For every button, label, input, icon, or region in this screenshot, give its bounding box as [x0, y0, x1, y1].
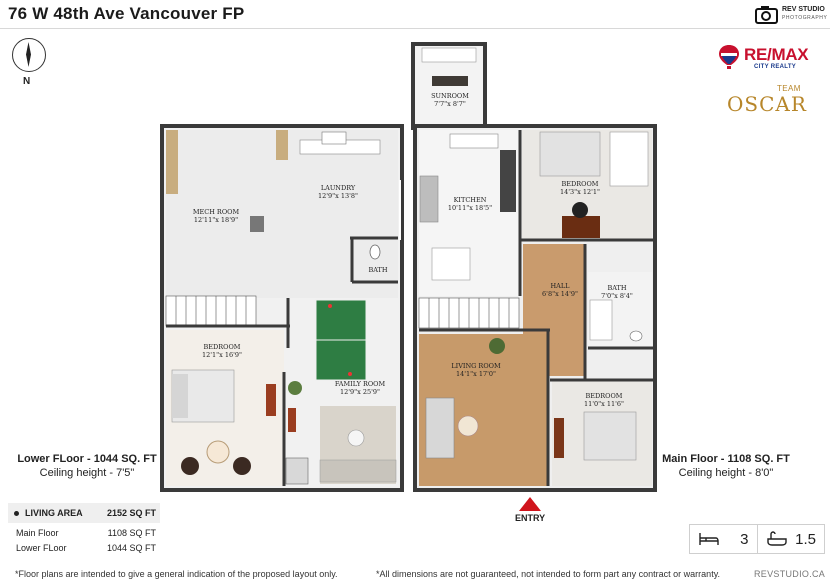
brand-sub: PHOTOGRAPHY: [782, 15, 828, 21]
living-area-row: Main Floor 1108 SQ FT: [8, 523, 160, 538]
brand-name: REV STUDIO: [782, 6, 825, 13]
room-labels: MECH ROOM 12'11"x 18'9" LAUNDRY 12'9"x 1…: [193, 92, 633, 408]
lower-floor-ceiling: Ceiling height - 7'5": [39, 467, 135, 479]
camera-icon: [755, 6, 778, 24]
main-floor-caption: Main Floor - 1108 SQ. FT Ceiling height …: [660, 452, 792, 480]
laundry-dims: 12'9"x 13'8": [318, 192, 358, 200]
living-area-header: LIVING AREA 2152 SQ FT: [8, 503, 160, 523]
agency-sub: CITY REALTY: [754, 64, 797, 70]
bed-count-cell: 3: [690, 525, 757, 553]
remax-balloon-icon: [719, 45, 739, 69]
room-counts: 3 1.5: [689, 524, 825, 554]
main-bedroom-2-dims: 11'0"x 11'6": [584, 400, 624, 408]
lower-bedroom-name: BEDROOM: [204, 343, 241, 351]
main-bath-name: BATH: [607, 284, 626, 292]
bathtub-icon: [766, 531, 787, 546]
main-floor-plan: [411, 42, 657, 492]
compass-needle-icon: [26, 42, 31, 67]
compass-label: N: [23, 76, 31, 87]
kitchen-name: KITCHEN: [454, 196, 487, 204]
row-value: 1044 SQ FT: [106, 543, 156, 553]
header-divider: [0, 28, 830, 29]
sunroom-dims: 7'7"x 8'7": [434, 100, 466, 108]
team-word: TEAM: [777, 84, 801, 93]
bullet-icon: [14, 511, 19, 517]
compass: [12, 38, 46, 72]
bed-count: 3: [740, 530, 749, 548]
lower-floor-title: Lower FLoor - 1044 SQ. FT: [17, 453, 157, 465]
footer-disclaimer-left: *Floor plans are intended to give a gene…: [15, 569, 338, 579]
footer-website[interactable]: REVSTUDIO.CA: [754, 569, 826, 579]
main-bedroom-1-name: BEDROOM: [562, 180, 599, 188]
lower-floor-caption: Lower FLoor - 1044 SQ. FT Ceiling height…: [14, 452, 160, 480]
mech-room-dims: 12'11"x 18'9": [194, 216, 238, 224]
lower-bedroom-dims: 12'1"x 16'9": [202, 351, 242, 359]
living-area-total: 2152 SQ FT: [106, 508, 156, 518]
living-room-dims: 14'1"x 17'0": [456, 370, 496, 378]
entry-label: ENTRY: [515, 513, 546, 523]
footer-disclaimer-middle: *All dimensions are not guaranteed, not …: [376, 569, 721, 579]
living-room-name: LIVING ROOM: [451, 362, 501, 370]
kitchen-dims: 10'11"x 18'5": [448, 204, 492, 212]
laundry-name: LAUNDRY: [321, 184, 356, 192]
entry-arrow-icon: [519, 497, 541, 511]
sunroom-name: SUNROOM: [431, 92, 469, 100]
lower-floor-plan: [160, 124, 404, 492]
family-room-dims: 12'9"x 25'9": [340, 388, 380, 396]
bath-count-cell: 1.5: [756, 525, 825, 553]
living-area-label: LIVING AREA: [25, 508, 83, 518]
bed-icon: [699, 533, 719, 545]
main-bedroom-1-dims: 14'3"x 12'1": [560, 188, 600, 196]
agency-name: RE/MAX: [744, 45, 809, 64]
main-bath-dims: 7'0"x 8'4": [601, 292, 633, 300]
living-area-summary: LIVING AREA 2152 SQ FT Main Floor 1108 S…: [8, 503, 160, 553]
lower-bath-name: BATH: [368, 266, 387, 274]
main-floor-ceiling: Ceiling height - 8'0": [678, 467, 774, 479]
main-floor-title: Main Floor - 1108 SQ. FT: [662, 453, 790, 465]
team-name: OSCAR: [727, 92, 807, 116]
living-area-row: Lower FLoor 1044 SQ FT: [8, 538, 160, 553]
row-label: Main Floor: [16, 528, 59, 538]
family-room-name: FAMILY ROOM: [335, 380, 386, 388]
main-bedroom-2-name: BEDROOM: [586, 392, 623, 400]
hall-name: HALL: [551, 282, 571, 290]
row-value: 1108 SQ FT: [107, 528, 156, 538]
row-label: Lower FLoor: [16, 543, 67, 553]
page-title: 76 W 48th Ave Vancouver FP: [8, 4, 245, 23]
mech-room-name: MECH ROOM: [193, 208, 240, 216]
hall-dims: 6'8"x 14'9": [542, 290, 578, 298]
bath-count: 1.5: [795, 530, 816, 548]
